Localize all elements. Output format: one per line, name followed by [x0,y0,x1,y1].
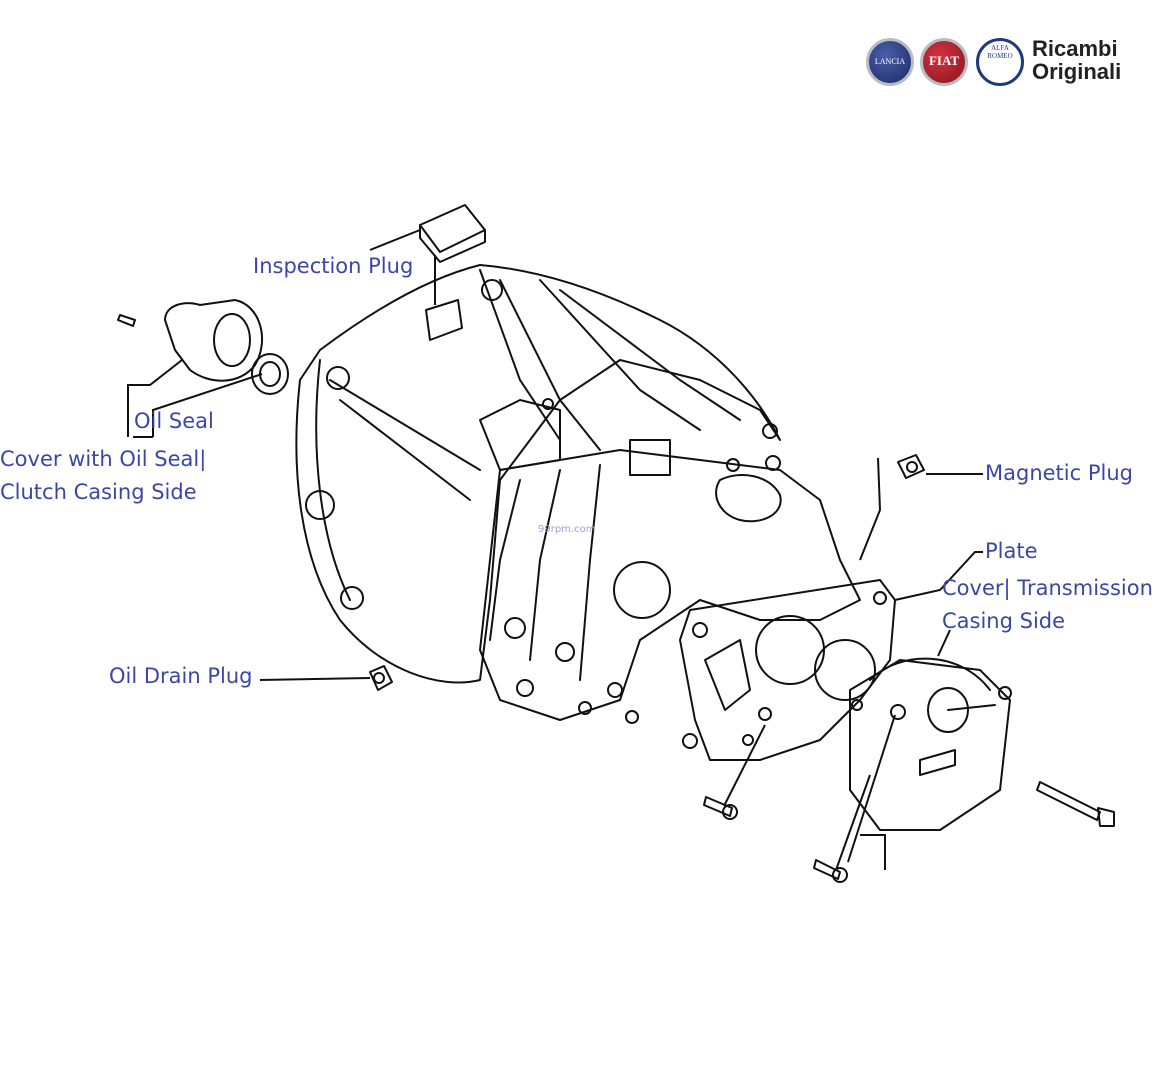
label-cover-transmission-line2: Casing Side [942,609,1066,633]
label-cover-transmission-line1: Cover| Transmission [942,576,1153,600]
label-plate: Plate [985,539,1038,563]
lancia-logo: LANCIA [866,38,914,86]
plate-outline [679,579,896,761]
brand-text-line1: Ricambi [1032,36,1118,61]
fiat-logo: FIAT [920,38,968,86]
watermark: 99rpm.com [538,524,596,535]
leader-plate [894,551,983,601]
label-oil-drain-plug: Oil Drain Plug [109,664,253,688]
leader-cover-transmission [937,629,951,657]
label-cover-oil-seal-line2: Clutch Casing Side [0,480,197,504]
label-cover-oil-seal-line1: Cover with Oil Seal| [0,447,207,471]
bolt-lower-left [703,796,733,817]
bolt-lower-middle [813,859,841,880]
transmission-case-outline [479,449,861,721]
label-oil-seal: Oil Seal [134,409,214,433]
magnetic-plug-part [897,454,925,479]
leader-inspection-plug [369,229,436,305]
leader-bolts [723,714,896,871]
leader-oil-seal [133,373,263,438]
inspection-plug-part [419,204,486,253]
brand-text-line2: Originali [1032,59,1122,84]
leader-oil-drain [259,677,371,681]
alfa-romeo-logo: ALFA ROMEO [976,38,1024,86]
oil-seal-part [251,353,289,395]
cover-oil-seal-part [164,299,264,382]
oil-drain-plug-part [369,665,393,691]
bolt-right [1036,781,1101,821]
label-magnetic-plug: Magnetic Plug [985,461,1133,485]
leader-cover-oil-seal [127,359,183,437]
clutch-housing-outline [295,264,781,684]
label-inspection-plug: Inspection Plug [253,254,414,278]
